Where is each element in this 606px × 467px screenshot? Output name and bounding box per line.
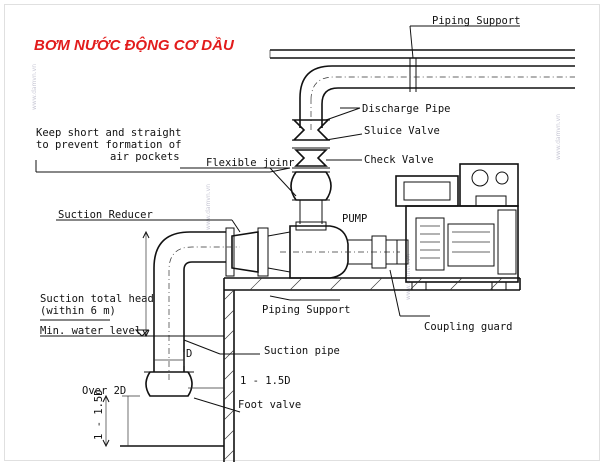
label-min-water-level: Min. water level — [40, 325, 141, 337]
suction-pipe — [153, 231, 240, 380]
label-discharge-pipe: Discharge Pipe — [362, 103, 451, 115]
label-keep-short-1: Keep short and straight — [36, 127, 181, 139]
label-pump: PUMP — [342, 213, 367, 225]
label-keep-short-2: to prevent formation of — [36, 139, 181, 151]
diagram-title: BƠM NƯỚC ĐỘNG CƠ DẦU — [34, 37, 234, 54]
label-over-2d: Over 2D — [82, 385, 126, 397]
label-check-valve: Check Valve — [364, 154, 434, 166]
label-piping-support-bottom: Piping Support — [262, 304, 351, 316]
label-dim-1-15d: 1 - 1.5D — [240, 375, 291, 387]
watermark: www.damvn.vn www.damvn.vn www.damvn.vn w… — [31, 64, 562, 300]
label-suction-head-1: Suction total head — [40, 293, 154, 305]
flexible-joint — [290, 171, 332, 224]
label-dim-d: D — [186, 348, 192, 360]
leader-lines — [35, 25, 520, 413]
label-coupling-guard: Coupling guard — [424, 321, 513, 333]
piping-support-beam — [269, 49, 575, 92]
coupling — [385, 239, 409, 265]
foot-valve — [144, 371, 194, 397]
label-piping-support-top: Piping Support — [432, 15, 521, 27]
discharge-pipe — [299, 65, 575, 130]
label-dim-vertical-15d: 1 - 1.5D — [93, 389, 105, 440]
svg-text:www.damvn.vn: www.damvn.vn — [555, 114, 562, 160]
label-flexible-joint: Flexible joinr — [206, 157, 295, 169]
label-suction-reducer: Suction Reducer — [58, 209, 153, 221]
wall-hatching — [223, 277, 503, 461]
svg-text:www.damvn.vn: www.damvn.vn — [405, 254, 412, 300]
base-slab — [223, 277, 521, 462]
check-valve — [292, 147, 330, 169]
svg-text:www.damvn.vn: www.damvn.vn — [205, 184, 212, 230]
diesel-engine — [395, 163, 519, 291]
suction-reducer — [225, 227, 291, 277]
label-keep-short-3: air pockets — [110, 151, 180, 163]
label-sluice-valve: Sluice Valve — [364, 125, 440, 137]
svg-text:www.damvn.vn: www.damvn.vn — [31, 64, 38, 110]
diagram-frame — [4, 4, 600, 461]
dimensions — [102, 230, 224, 448]
label-suction-head-2: (within 6 m) — [40, 305, 116, 317]
pump-body — [280, 221, 400, 279]
label-suction-pipe: Suction pipe — [264, 345, 340, 357]
label-foot-valve: Foot valve — [238, 399, 301, 411]
